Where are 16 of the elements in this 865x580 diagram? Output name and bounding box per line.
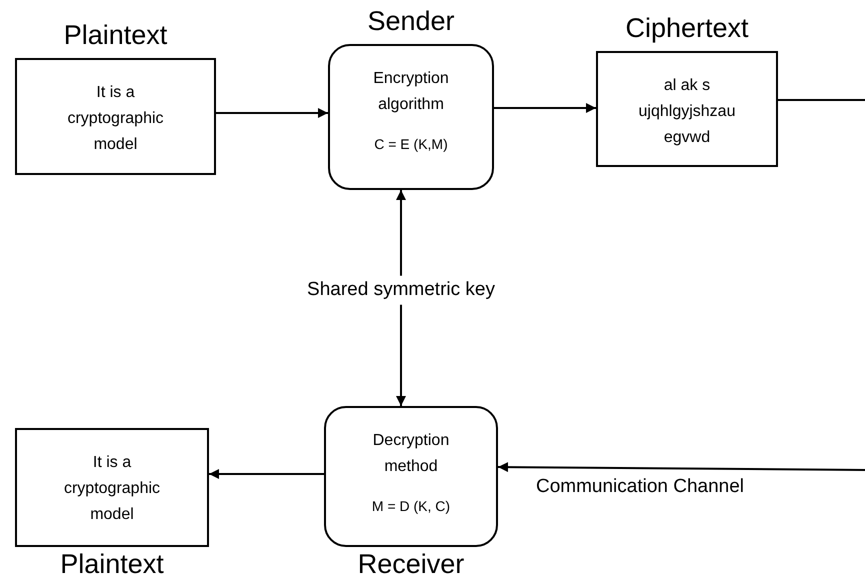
arrow (498, 462, 865, 472)
box-text: It is a cryptographic model (62, 453, 162, 525)
formula: C = E (K,M) (374, 135, 448, 154)
box-text: Encryption algorithm (372, 69, 450, 115)
box-text: al ak s ujqhlgyjshzau egvwd (638, 76, 736, 148)
heading: Plaintext (60, 551, 164, 578)
arrow (216, 108, 328, 118)
heading: Receiver (358, 551, 464, 578)
heading: Ciphertext (625, 15, 749, 42)
box-text: Decryption method (372, 431, 450, 477)
formula: M = D (K, C) (372, 497, 450, 516)
arrow (494, 103, 596, 113)
heading: Sender (367, 8, 455, 35)
arrow (209, 469, 324, 479)
box-text: It is a cryptographic model (66, 83, 165, 155)
heading: Plaintext (64, 22, 168, 49)
